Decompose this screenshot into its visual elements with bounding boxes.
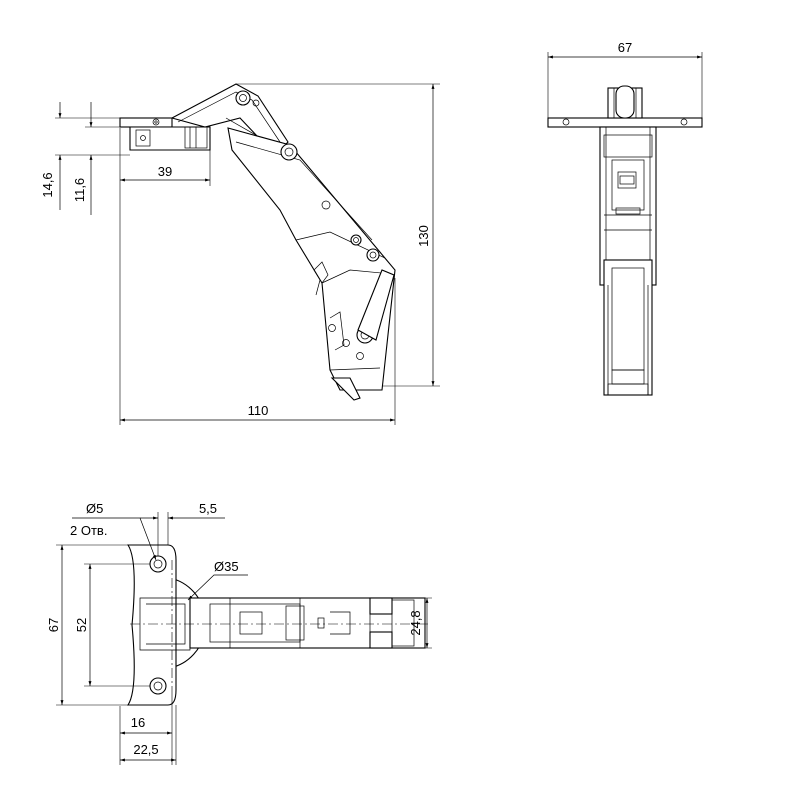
svg-text:Ø35: Ø35 xyxy=(214,559,239,574)
front-view: 67 xyxy=(547,40,703,396)
svg-text:130: 130 xyxy=(416,225,431,247)
svg-text:11,6: 11,6 xyxy=(72,178,87,202)
svg-text:5,5: 5,5 xyxy=(199,501,217,516)
svg-text:2 Отв.: 2 Отв. xyxy=(70,523,107,538)
svg-text:Ø5: Ø5 xyxy=(86,501,103,516)
screw-hole-bottom xyxy=(149,677,167,695)
dim-offset-39: 39 xyxy=(119,128,211,425)
svg-text:16: 16 xyxy=(131,715,145,730)
dim-hole-offset: 5,5 xyxy=(140,501,225,556)
dim-front-width-67: 67 xyxy=(547,40,703,118)
mounting-plate xyxy=(119,117,173,128)
svg-text:24,8: 24,8 xyxy=(408,610,423,635)
plan-view: Ø5 2 Отв. 5,5 Ø35 67 52 xyxy=(46,501,432,765)
front-mounting-plate xyxy=(547,117,703,128)
dim-width-110: 110 xyxy=(120,278,396,425)
front-arm-body xyxy=(599,126,657,286)
dim-hole-spacing: 52 xyxy=(74,563,150,687)
svg-text:110: 110 xyxy=(248,403,269,418)
svg-text:22,5: 22,5 xyxy=(133,742,158,757)
dim-height-14-6: 14,6 xyxy=(40,102,130,210)
front-lower-arm xyxy=(603,259,653,396)
dim-cup-diameter: Ø35 xyxy=(187,559,248,601)
dim-plate-height: 67 xyxy=(46,544,128,706)
screw-hole-top xyxy=(149,555,167,573)
svg-text:52: 52 xyxy=(74,618,89,632)
dim-height-130: 130 xyxy=(236,83,440,387)
svg-text:39: 39 xyxy=(158,164,172,179)
dim-height-11-6: 11,6 xyxy=(72,102,130,215)
svg-text:14,6: 14,6 xyxy=(40,172,55,197)
lower-link xyxy=(357,269,395,341)
svg-text:67: 67 xyxy=(618,40,632,55)
side-view: 14,6 11,6 39 130 110 xyxy=(40,83,440,425)
cup-plate xyxy=(126,544,177,706)
svg-text:67: 67 xyxy=(46,618,61,632)
dim-plate-depth: 22,5 xyxy=(120,705,177,765)
plate-clip xyxy=(129,126,211,151)
dim-cup-offset: 16 xyxy=(119,690,173,765)
dim-arm-width: 24,8 xyxy=(408,597,432,649)
